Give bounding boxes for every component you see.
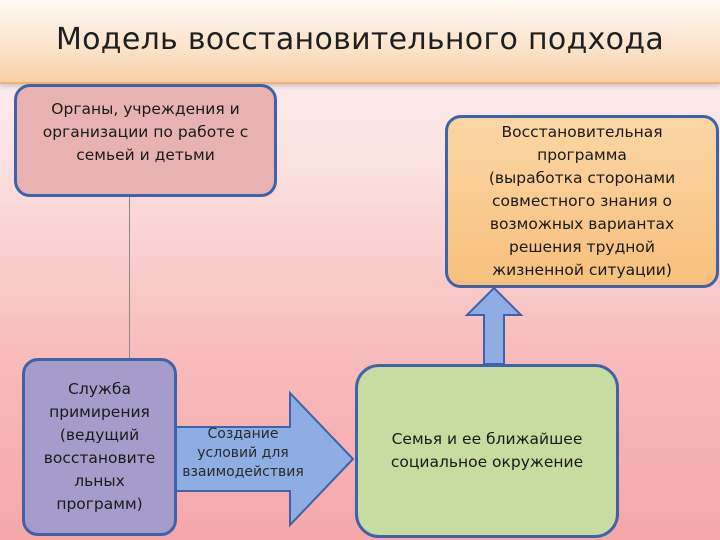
box-restorative-program-text: Восстановительная программа (выработка с… [488,123,676,279]
connector-line [129,197,130,358]
box-organizations: Органы, учреждения и организации по рабо… [14,84,277,197]
box-family-text: Семья и ее ближайшее социальное окружени… [390,430,584,471]
box-reconciliation-service: Служба примирения (ведущий восстановите … [22,358,177,536]
right-arrow [171,390,355,528]
title-bar: Модель восстановительного подхода [0,0,720,84]
box-restorative-program: Восстановительная программа (выработка с… [445,115,719,288]
box-reconciliation-service-text: Служба примирения (ведущий восстановите … [43,380,156,513]
box-family: Семья и ее ближайшее социальное окружени… [355,364,619,538]
up-arrow [464,286,524,365]
box-organizations-text: Органы, учреждения и организации по рабо… [42,100,249,164]
arrow-label: Создание условий для взаимодействия [182,426,304,480]
slide-title: Модель восстановительного подхода [55,22,665,57]
